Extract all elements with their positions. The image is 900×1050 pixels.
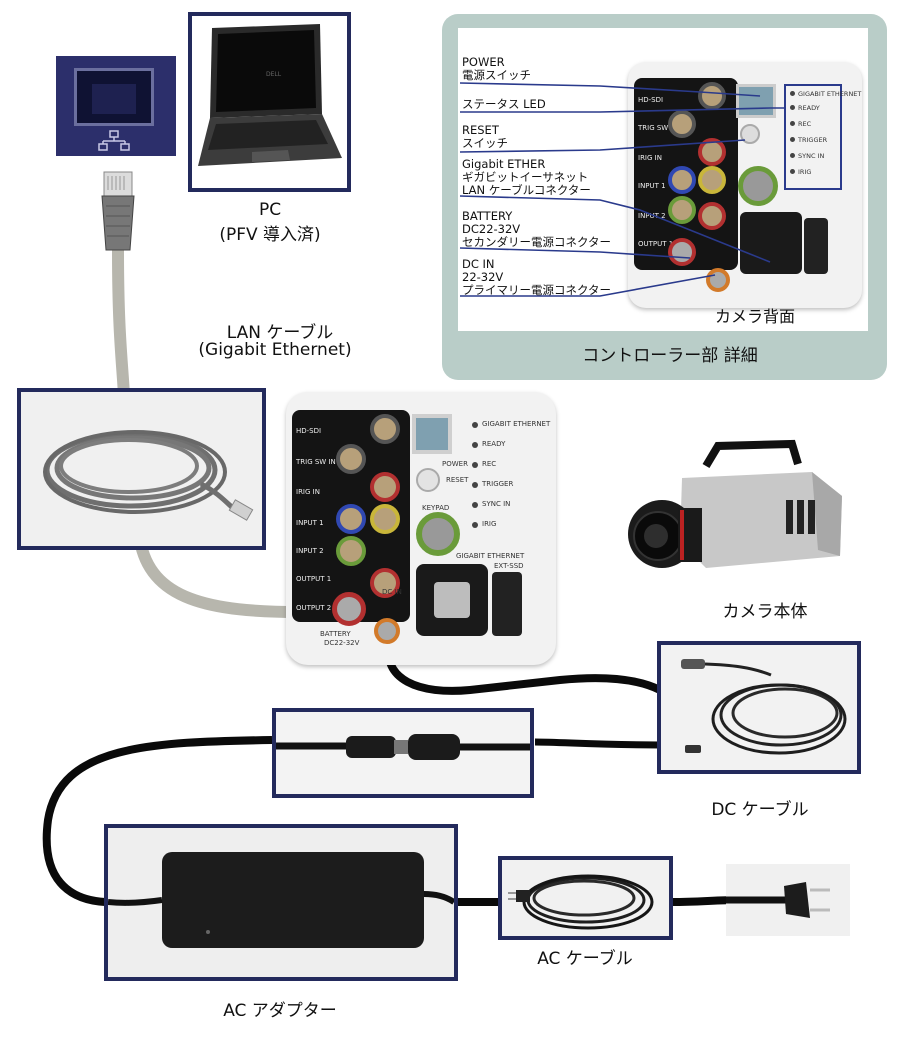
controller-panel: HD-SDI TRIG SW IN IRIG IN INPUT 1 INPUT …	[286, 392, 556, 665]
label-power: POWER	[442, 460, 468, 468]
label-dc-in: DC IN	[382, 588, 402, 596]
led-trigger: TRIGGER	[482, 480, 514, 488]
detail-led-trigger: TRIGGER	[798, 136, 828, 144]
label-input2: INPUT 2	[296, 547, 324, 555]
coiled-cable-icon	[43, 430, 254, 521]
dc-cable-wire-upper	[384, 639, 662, 695]
detail-led-list: GIGABIT ETHERNET READY REC TRIGGER SYNC …	[790, 90, 861, 176]
label-keypad: KEYPAD	[422, 504, 450, 512]
camera-body-image	[628, 439, 842, 568]
connector-input1	[336, 504, 366, 534]
connector-trig	[336, 444, 366, 474]
led-gigabit: GIGABIT ETHERNET	[482, 420, 551, 428]
connector-dc-in	[374, 618, 400, 644]
status-led-box	[784, 84, 842, 190]
dc-cable-label: DC ケーブル	[711, 800, 809, 820]
rj45-plug	[101, 171, 135, 251]
label-gigabit-port: GIGABIT ETHERNET	[456, 552, 525, 560]
label-reset: RESET	[446, 476, 469, 484]
ext-ssd-slot	[492, 572, 522, 636]
connector-join-icon	[276, 734, 530, 760]
adapter-dc-wire	[42, 736, 273, 906]
ac-cable-photo	[498, 856, 673, 940]
connector-irig	[370, 472, 400, 502]
camera-body-label: カメラ本体	[722, 602, 808, 622]
detail-led-ready: READY	[798, 104, 820, 112]
label-battery-v: DC22-32V	[324, 639, 360, 647]
reset-button[interactable]	[416, 468, 440, 492]
lan-cable-label: LAN ケーブル	[226, 323, 334, 343]
led-sync-in: SYNC IN	[482, 500, 511, 508]
label-trig-sw-in: TRIG SW IN	[296, 458, 336, 466]
label-output1: OUTPUT 1	[296, 575, 332, 583]
svg-text:DELL: DELL	[266, 71, 282, 78]
ac-plug-photo	[726, 864, 850, 936]
label-output2: OUTPUT 2	[296, 604, 332, 612]
adapter-brick-icon	[108, 852, 454, 948]
ac-adapter-photo	[104, 824, 458, 981]
keypad-connector	[416, 512, 460, 556]
rj45-port-photo	[56, 56, 176, 156]
led-rec: REC	[482, 460, 497, 468]
connector-output2	[370, 568, 400, 598]
dc-connector-photo	[272, 708, 534, 798]
pc-label: PC	[258, 200, 282, 220]
controller-detail-label: コントローラー部 詳細	[582, 346, 758, 366]
detail-led-sync: SYNC IN	[798, 152, 825, 160]
ac-coil-icon	[508, 874, 654, 930]
lan-cable-wire	[112, 244, 446, 621]
power-switch[interactable]	[412, 414, 452, 454]
network-icon	[98, 130, 130, 151]
connector-input1b	[370, 504, 400, 534]
connector-battery	[332, 592, 366, 626]
led-irig: IRIG	[482, 520, 497, 528]
led-ready: READY	[482, 440, 506, 448]
connector-output1	[336, 536, 366, 566]
label-battery: BATTERY	[320, 630, 351, 638]
label-hd-sdi: HD-SDI	[296, 427, 322, 435]
gigabit-ethernet-port[interactable]	[416, 564, 488, 636]
detail-led-rec: REC	[798, 120, 812, 128]
label-irig-in: IRIG IN	[296, 488, 320, 496]
dc-coil-icon	[681, 659, 847, 755]
ac-plug-icon	[726, 882, 830, 918]
laptop-icon: DELL	[198, 24, 342, 166]
detail-led-gigabit: GIGABIT ETHERNET	[798, 90, 862, 98]
camera-back-label: カメラ背面	[714, 307, 795, 326]
detail-led-irig: IRIG	[798, 168, 812, 176]
dc-cable-wire-lower	[534, 738, 661, 749]
connector-hd-sdi	[370, 414, 400, 444]
label-ext-ssd: EXT-SSD	[494, 562, 524, 570]
label-input1: INPUT 1	[296, 519, 324, 527]
lan-cable-photo	[17, 388, 266, 550]
ac-cable-label: AC ケーブル	[537, 949, 633, 969]
ac-adapter-label: AC アダプター	[223, 1001, 337, 1021]
pc-laptop-photo: DELL	[188, 12, 351, 192]
pc-sublabel: (PFV 導入済)	[219, 225, 321, 245]
dc-cable-photo	[657, 641, 861, 774]
callout-status-led: ステータス LED	[462, 97, 546, 111]
lan-cable-sublabel: (Gigabit Ethernet)	[198, 340, 352, 360]
